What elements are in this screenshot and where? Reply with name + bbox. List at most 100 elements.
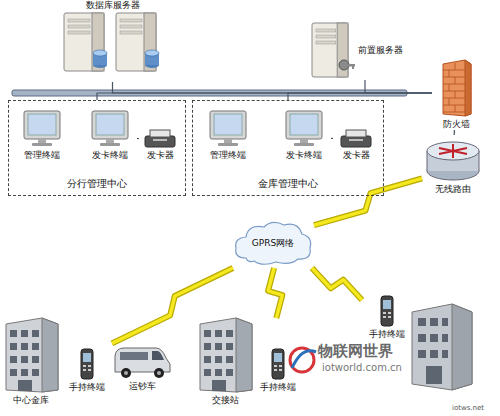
- handheld-terminal-icon-part: [383, 316, 386, 318]
- station-building-icon-part: [204, 330, 211, 337]
- connector: [331, 138, 335, 140]
- branch-building-part: [452, 304, 472, 390]
- node-label: 前置服务器: [358, 45, 403, 56]
- node-label: 发卡器: [147, 150, 174, 161]
- connector-line: [288, 93, 432, 100]
- connector: [454, 130, 455, 135]
- handheld-terminal-icon-part: [274, 365, 277, 367]
- station-building-icon-part: [215, 343, 222, 350]
- node-label: 管理终端: [24, 150, 60, 161]
- connector-line: [97, 93, 432, 100]
- vault-building-icon-part: [10, 356, 17, 363]
- connector-line: [312, 268, 362, 300]
- connector-line: [365, 80, 432, 93]
- card-reader-icon-part: [153, 139, 167, 141]
- firewall-icon-part: [443, 91, 465, 92]
- watermark-logo: [290, 348, 316, 372]
- node-label: 分行管理中心: [9, 178, 185, 189]
- firewall: 防火墙: [432, 55, 480, 130]
- station-building-icon-part: [226, 330, 233, 337]
- connector-line: [331, 138, 335, 140]
- branch-building-part: [426, 366, 442, 384]
- front-server: 前置服务器: [310, 20, 420, 80]
- vault-building-icon-part: [32, 343, 39, 350]
- terminal-icon-part: [28, 114, 56, 135]
- vault-building-icon-part: [10, 369, 17, 376]
- cash-van-icon-part: [121, 368, 131, 378]
- vault-building-icon-part: [21, 343, 28, 350]
- handheld-terminal-icon-part: [383, 312, 386, 314]
- terminal-icon-part: [106, 139, 114, 143]
- wireless-router-icon: [425, 139, 481, 183]
- connector: [365, 80, 432, 93]
- connector-line: [137, 138, 139, 139]
- terminal-icon-part: [294, 143, 314, 146]
- cash-van-icon-part: [115, 348, 170, 372]
- node-label: 运钞车: [129, 381, 156, 392]
- wireless-router-icon-part: [427, 142, 479, 160]
- station-building-icon-part: [212, 380, 226, 391]
- terminal-icon: [282, 109, 326, 149]
- handheld-terminal-icon-part: [388, 312, 391, 314]
- front-server-icon-part: [316, 29, 336, 32]
- vault-building-icon-part: [32, 369, 39, 376]
- front-server-icon: [310, 21, 356, 79]
- database-server-icon-part: [145, 50, 159, 56]
- terminal-icon-part: [300, 139, 308, 143]
- database-server-icon: [58, 11, 168, 73]
- branch-building-part: [430, 350, 438, 358]
- connector-line: [268, 268, 282, 318]
- terminal-icon-part: [224, 139, 232, 143]
- node-label: 中心金库: [13, 395, 49, 406]
- handheld-terminal-icon-part: [83, 369, 86, 371]
- branch-building-part: [430, 318, 438, 326]
- vault-building-icon-part: [10, 343, 17, 350]
- terminal-icon: [88, 109, 132, 149]
- terminal-icon-part: [32, 143, 52, 146]
- firewall-icon: [439, 58, 473, 118]
- terminal-icon-part: [218, 143, 238, 146]
- database-server-icon-part: [120, 25, 142, 28]
- handheld-terminal: 手持终端: [62, 325, 112, 393]
- cash-van-icon-part: [120, 352, 148, 360]
- watermark-url: iotworld.com.cn: [322, 362, 402, 373]
- station-building: 交接站: [190, 300, 260, 406]
- wireless-router: 无线路由: [422, 135, 484, 195]
- vault-building-icon-part: [21, 369, 28, 376]
- terminal-icon: [206, 109, 250, 149]
- cloud-shape-part: [236, 222, 311, 264]
- branch-building-part: [430, 334, 438, 342]
- terminal-icon-part: [38, 139, 46, 143]
- firewall-icon-part: [443, 77, 465, 78]
- firewall-icon-part: [455, 91, 456, 98]
- card-reader-icon: [143, 127, 177, 149]
- database-server-icon: [58, 11, 168, 73]
- terminal-icon-part: [290, 114, 318, 135]
- firewall-icon-part: [449, 98, 450, 105]
- branch-building-part: [442, 350, 448, 358]
- station-building-icon-part: [215, 369, 222, 376]
- front-server-icon-part: [316, 41, 336, 44]
- handheld-terminal-icon-part: [81, 349, 93, 379]
- card-reader-icon-part: [346, 130, 366, 137]
- firewall-icon-part: [443, 70, 465, 71]
- node-label: GPRS网络: [252, 238, 294, 249]
- card-reader-icon-part: [150, 130, 170, 137]
- handheld-terminal-icon-part: [88, 369, 91, 371]
- cash-van-icon-part: [154, 368, 164, 378]
- watermark-text: 物联网世界: [318, 342, 393, 361]
- front-server-icon-part: [316, 35, 336, 38]
- handheld-terminal: 手持终端: [252, 318, 304, 393]
- firewall-icon-part: [455, 63, 456, 70]
- terminal-icon-part: [214, 114, 242, 135]
- wireless-router-icon-part: [479, 151, 480, 171]
- node-label: 发卡终端: [92, 150, 128, 161]
- terminal-icon-part: [100, 143, 120, 146]
- terminal: 管理终端: [201, 105, 255, 161]
- station-building-icon-part: [200, 318, 252, 392]
- handheld-terminal-icon-part: [388, 316, 391, 318]
- station-building-icon-part: [215, 356, 222, 363]
- cash-van-icon-part: [157, 371, 161, 375]
- firewall-icon-part: [455, 105, 456, 112]
